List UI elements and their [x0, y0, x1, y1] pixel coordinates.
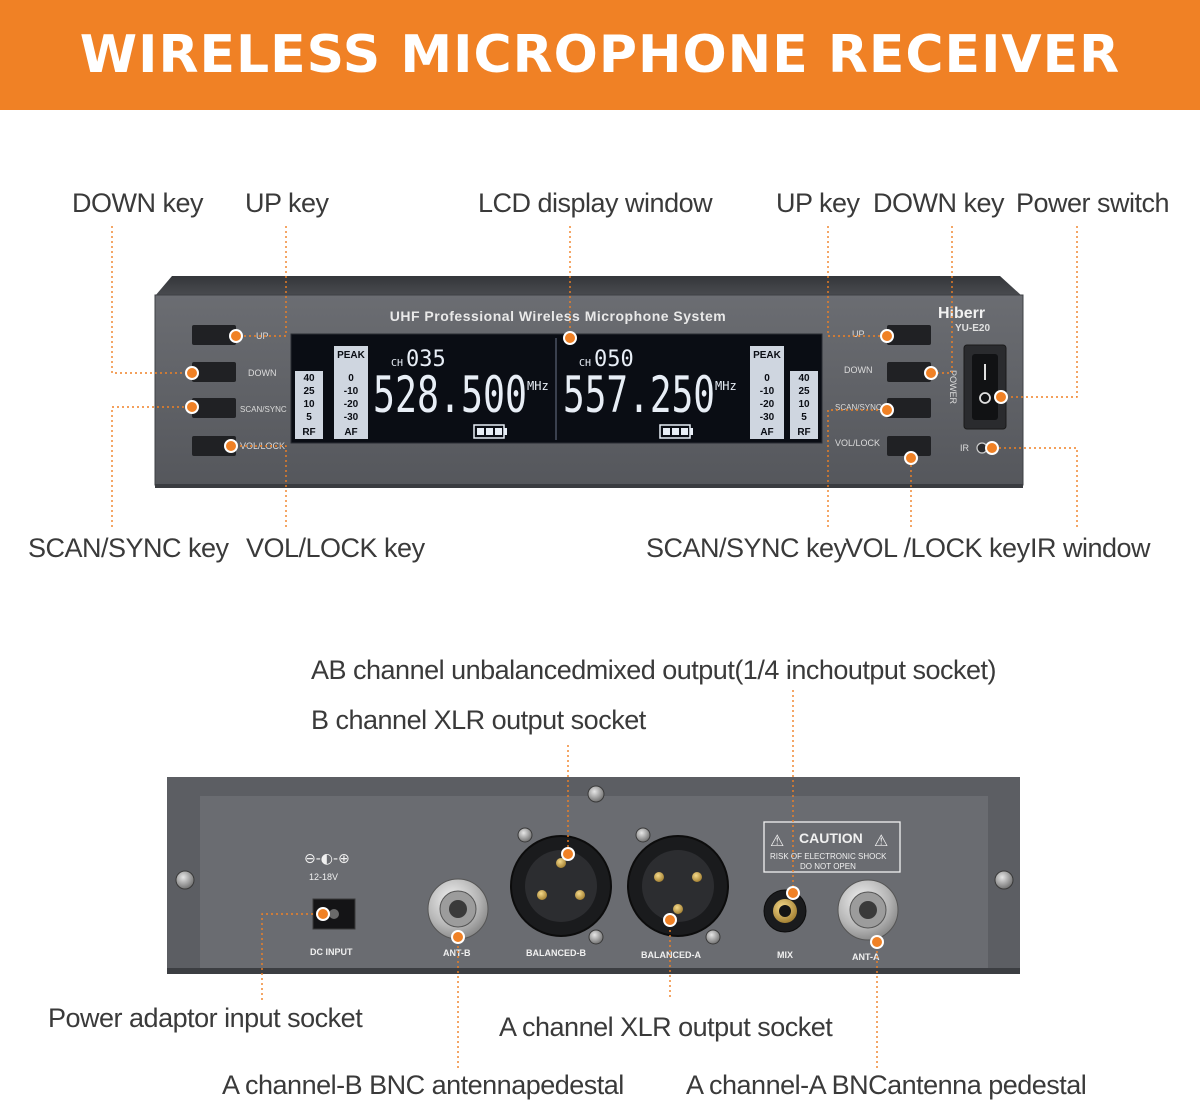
front-right-scan-sync-button[interactable]	[887, 398, 931, 418]
svg-text:-10: -10	[344, 386, 359, 397]
svg-text:10: 10	[303, 399, 315, 410]
label-mix-output-socket: AB channel unbalancedmixed output(1/4 in…	[311, 655, 996, 685]
label-power-adaptor-socket: Power adaptor input socket	[48, 1003, 363, 1033]
svg-text:40: 40	[798, 373, 810, 384]
svg-text:PEAK: PEAK	[337, 350, 366, 361]
header-banner	[0, 0, 1200, 110]
label-front-right-up-key: UP key	[776, 188, 860, 218]
svg-text:RF: RF	[302, 427, 315, 438]
callout-leader-lines	[111, 226, 1078, 1068]
label-front-left-scan-sync-key: SCAN/SYNC key	[28, 533, 229, 563]
label-b-xlr-output: B channel XLR output socket	[311, 705, 646, 735]
label-a-xlr-output: A channel XLR output socket	[499, 1012, 833, 1042]
front-left-down-button[interactable]	[192, 362, 236, 382]
front-right-vol-lock-label: VOL/LOCK	[835, 438, 880, 448]
lcd-right-meters: PEAK 0 -10 -20 -30 AF 40 25 10 5 RF	[750, 346, 818, 439]
caution-right-warning-icon: ⚠	[874, 831, 888, 850]
front-right-down-label: DOWN	[844, 365, 873, 375]
svg-text:5: 5	[306, 412, 312, 423]
svg-text:CH: CH	[579, 358, 591, 369]
lcd-frequency-a: 528.500	[373, 366, 527, 424]
svg-text:10: 10	[798, 399, 810, 410]
ir-label: IR	[960, 443, 970, 453]
page-title: WIRELESS MICROPHONE RECEIVER	[79, 25, 1121, 85]
front-right-up-button[interactable]	[887, 325, 931, 345]
svg-text:AF: AF	[344, 427, 357, 438]
caution-left-warning-icon: ⚠	[770, 831, 784, 850]
balanced-a-label: BALANCED-A	[641, 950, 701, 960]
front-left-up-label: UP	[256, 331, 269, 341]
svg-text:-30: -30	[344, 412, 359, 423]
dc-voltage-label: 12-18V	[309, 872, 338, 882]
ant-a-label: ANT-A	[852, 952, 880, 962]
caution-title: CAUTION	[799, 830, 863, 846]
lcd-channel-b: CH 050 557.250 MHz	[563, 347, 737, 424]
label-front-right-down-key: DOWN key	[873, 188, 1005, 218]
svg-text:-30: -30	[760, 412, 775, 423]
front-right-vol-lock-button[interactable]	[887, 436, 931, 456]
svg-text:0: 0	[764, 373, 770, 384]
front-left-vol-lock-label: VOL/LOCK	[240, 441, 285, 451]
lcd-channel-a: CH 035 528.500 MHz	[373, 347, 549, 424]
svg-text:-20: -20	[760, 399, 775, 410]
lcd-left-meters: 40 25 10 5 RF PEAK 0 -10 -20 -30 AF	[295, 346, 368, 439]
callout-dot-icons	[185, 329, 1008, 949]
rear-panel: ⊖-◐-⊕ 12-18V DC INPUT ANT-B BALANCED-B B…	[167, 777, 1020, 974]
svg-text:RF: RF	[797, 427, 810, 438]
svg-text:CH: CH	[391, 358, 403, 369]
power-off-mark	[979, 392, 991, 404]
lcd-channel-a-number: 035	[406, 347, 446, 372]
front-right-scan-sync-label: SCAN/SYNC	[835, 403, 882, 412]
front-right-up-label: UP	[852, 329, 865, 339]
dc-polarity-icon: ⊖-◐-⊕	[304, 851, 350, 867]
screw-icons	[175, 785, 1014, 945]
model-number: YU-E20	[955, 323, 990, 334]
label-front-right-vol-lock-key: VOL /LOCK key	[845, 533, 1030, 563]
lcd-channel-b-number: 050	[594, 347, 634, 372]
front-left-down-label: DOWN	[248, 368, 277, 378]
svg-text:MHz: MHz	[527, 379, 549, 393]
label-ir-window: IR window	[1030, 533, 1151, 563]
lcd-battery-b-icon	[659, 424, 693, 439]
label-front-left-vol-lock-key: VOL/LOCK key	[246, 533, 425, 563]
front-right-down-button[interactable]	[887, 362, 931, 382]
svg-text:40: 40	[303, 373, 315, 384]
label-front-left-down-key: DOWN key	[72, 188, 204, 218]
label-front-right-scan-sync-key: SCAN/SYNC key	[646, 533, 847, 563]
caution-line-2: DO NOT OPEN	[800, 862, 856, 871]
svg-text:-20: -20	[344, 399, 359, 410]
svg-text:MHz: MHz	[715, 379, 737, 393]
brand-logo: Hiberr	[938, 305, 985, 322]
ant-b-label: ANT-B	[443, 948, 471, 958]
mix-label: MIX	[777, 950, 793, 960]
label-ant-b-pedestal: A channel-B BNC antennapedestal	[222, 1070, 624, 1100]
label-front-left-up-key: UP key	[245, 188, 329, 218]
label-lcd-display-window: LCD display window	[478, 188, 713, 218]
power-switch[interactable]	[972, 354, 998, 420]
label-ant-a-pedestal: A channel-A BNCantenna pedestal	[686, 1070, 1087, 1100]
svg-text:25: 25	[798, 386, 810, 397]
system-title: UHF Professional Wireless Microphone Sys…	[390, 308, 726, 324]
front-panel: UHF Professional Wireless Microphone Sys…	[154, 276, 1024, 488]
front-left-up-button[interactable]	[192, 325, 236, 345]
front-left-scan-sync-label: SCAN/SYNC	[240, 405, 287, 414]
caution-sticker: ⚠ ⚠ CAUTION RISK OF ELECTRONIC SHOCK DO …	[763, 821, 901, 873]
svg-text:AF: AF	[760, 427, 773, 438]
power-label: POWER	[948, 370, 958, 405]
svg-text:PEAK: PEAK	[753, 350, 782, 361]
balanced-b-label: BALANCED-B	[526, 948, 586, 958]
svg-text:-10: -10	[760, 386, 775, 397]
caution-line-1: RISK OF ELECTRONIC SHOCK	[770, 852, 887, 861]
front-left-scan-sync-button[interactable]	[192, 398, 236, 418]
lcd-frequency-b: 557.250	[563, 366, 715, 424]
svg-text:5: 5	[801, 412, 807, 423]
svg-text:0: 0	[348, 373, 354, 384]
lcd-battery-a-icon	[473, 424, 507, 439]
dc-input-label: DC INPUT	[310, 947, 353, 957]
label-power-switch: Power switch	[1016, 188, 1170, 218]
front-left-vol-lock-button[interactable]	[192, 436, 236, 456]
svg-text:25: 25	[303, 386, 315, 397]
